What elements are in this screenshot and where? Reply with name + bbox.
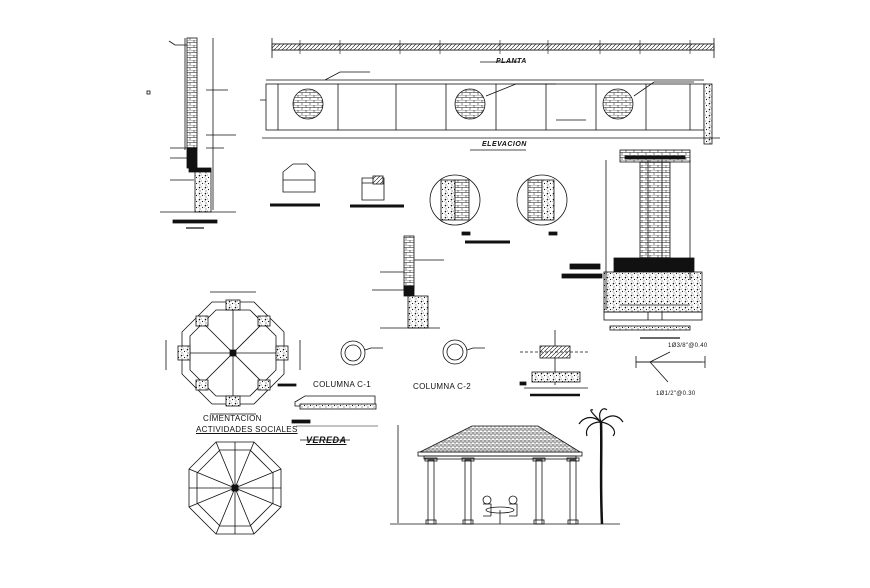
elevacion-wall (260, 71, 720, 151)
dimension-label-b: 1Ø1/2"@0.30 (656, 391, 696, 397)
cimentacion-label: CIMENTACION (203, 414, 262, 423)
column-c1 (340, 340, 383, 366)
dimension-callouts (635, 351, 706, 383)
gazebo-elevation (390, 408, 624, 525)
vereda-detail (277, 383, 378, 441)
columna-c1-label: COLUMNA C-1 (313, 380, 371, 389)
mid-wall-section (372, 235, 444, 329)
columna-c2-label: COLUMNA C-2 (413, 382, 471, 391)
profile-details (270, 163, 404, 208)
column-section-circles (429, 174, 568, 244)
vereda-title: VEREDA (306, 435, 347, 445)
wall-section-detail (146, 37, 236, 229)
octagon-roof-plan (188, 441, 282, 535)
planta-title: PLANTA (496, 58, 527, 65)
column-c2 (442, 339, 485, 365)
octagon-foundation-plan (165, 291, 301, 415)
elevacion-title: ELEVACION (482, 141, 527, 148)
column-detail-right (561, 149, 703, 339)
planta-dimension-line (271, 38, 715, 63)
dimension-label-a: 1Ø3/8"@0.40 (668, 343, 708, 349)
small-footing-detail (519, 330, 590, 397)
actividades-sociales-label: ACTIVIDADES SOCIALES (196, 425, 298, 434)
